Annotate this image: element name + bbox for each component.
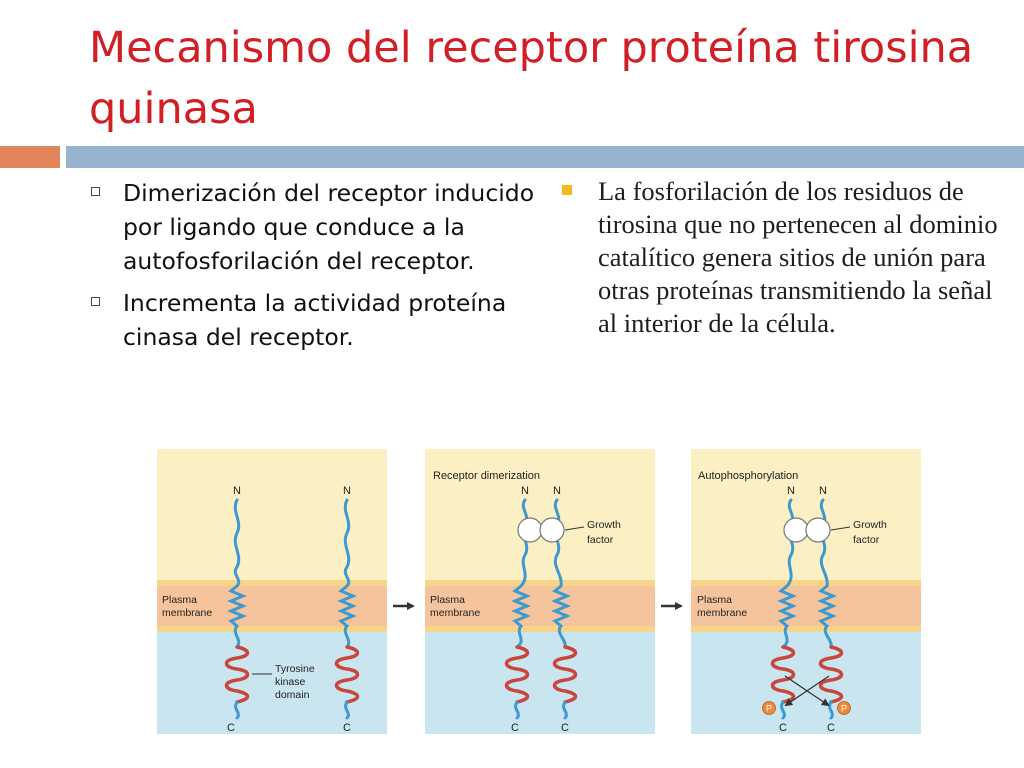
growth-label-line2: factor — [853, 534, 880, 546]
membrane-edge-bottom — [691, 626, 921, 632]
growth-factor-subunit-icon — [539, 517, 565, 543]
membrane-edge-bottom — [425, 626, 655, 632]
kinase-label-line3: domain — [275, 689, 310, 701]
membrane-label-line2: membrane — [697, 607, 747, 619]
left-bullet-list: Dimerización del receptor inducido por l… — [86, 176, 541, 362]
phosphate-label: P — [841, 704, 847, 714]
kinase-domain-right — [818, 645, 844, 704]
c-terminus-label: C — [561, 722, 569, 734]
growth-leader-line — [564, 526, 585, 531]
plasma-membrane — [691, 586, 921, 626]
growth-label-line2: factor — [587, 534, 614, 546]
extracellular-region — [691, 449, 921, 580]
c-terminus-label: C — [827, 722, 835, 734]
c-terminus-label: C — [779, 722, 787, 734]
kinase-label-line1: Tyrosine — [275, 663, 315, 675]
receptor-chain-right — [337, 498, 357, 649]
receptor-tail-left — [234, 700, 240, 720]
membrane-label-line2: membrane — [430, 607, 480, 619]
c-terminus-label: C — [227, 722, 235, 734]
receptor-tail-left — [780, 700, 786, 720]
kinase-domain-left — [224, 645, 250, 704]
n-terminus-label: N — [819, 485, 827, 497]
receptor-tail-right — [344, 700, 350, 720]
square-outline-bullet-icon — [91, 187, 100, 196]
kinase-domain-left — [504, 645, 530, 704]
bullet-text: Dimerización del receptor inducido por l… — [123, 179, 535, 275]
phosphate-icon — [762, 701, 776, 715]
accent-bar-orange — [0, 146, 60, 168]
membrane-label-line1: Plasma — [430, 594, 465, 606]
growth-label-line1: Growth — [853, 519, 887, 531]
bullet-text: Incrementa la actividad proteína cinasa … — [123, 289, 507, 351]
accent-bar-blue — [66, 146, 1024, 168]
list-item: Incrementa la actividad proteína cinasa … — [86, 286, 541, 354]
kinase-domain-right — [334, 645, 360, 704]
n-terminus-label: N — [553, 485, 561, 497]
receptor-chain-left — [227, 498, 247, 649]
cytoplasm-region — [425, 632, 655, 734]
n-terminus-label: N — [787, 485, 795, 497]
list-item: La fosforilación de los residuos de tiro… — [556, 175, 1006, 340]
square-filled-bullet-icon — [562, 185, 572, 195]
membrane-edge-top — [157, 580, 387, 586]
growth-factor-subunit-icon — [805, 517, 831, 543]
receptor-tail-left — [514, 700, 520, 720]
extracellular-region — [425, 449, 655, 580]
growth-factor-subunit-icon — [783, 517, 809, 543]
membrane-edge-top — [425, 580, 655, 586]
n-terminus-label: N — [233, 485, 241, 497]
right-bullet-list: La fosforilación de los residuos de tiro… — [556, 175, 1006, 348]
growth-leader-line — [830, 526, 851, 531]
panel-heading: Autophosphorylation — [698, 470, 798, 482]
list-item: Dimerización del receptor inducido por l… — [86, 176, 541, 278]
n-terminus-label: N — [521, 485, 529, 497]
n-terminus-label: N — [343, 485, 351, 497]
panel-resting-receptors: N N C C Plasma membrane Tyrosine kinase … — [157, 449, 387, 734]
receptor-tail-right — [828, 700, 834, 720]
phosphate-icon — [837, 701, 851, 715]
extracellular-region — [157, 449, 387, 580]
kinase-domain-left — [770, 645, 796, 704]
square-outline-bullet-icon — [91, 297, 100, 306]
membrane-label-line1: Plasma — [162, 594, 197, 606]
kinase-domain-right — [552, 645, 578, 704]
panel-autophosphorylation: Autophosphorylation Growth factor P P N … — [691, 449, 921, 734]
crossing-arrow-icon — [784, 675, 830, 707]
panel-receptor-dimerization: Receptor dimerization Growth factor N N … — [425, 449, 655, 734]
phosphate-label: P — [766, 704, 772, 714]
slide-title: Mecanismo del receptor proteína tirosina… — [89, 23, 974, 134]
growth-label-line1: Growth — [587, 519, 621, 531]
c-terminus-label: C — [343, 722, 351, 734]
receptor-tail-right — [562, 700, 568, 720]
membrane-edge-top — [691, 580, 921, 586]
membrane-label-line2: membrane — [162, 607, 212, 619]
kinase-label-line2: kinase — [275, 676, 306, 688]
c-terminus-label: C — [511, 722, 519, 734]
growth-factor-subunit-icon — [517, 517, 543, 543]
plasma-membrane — [425, 586, 655, 626]
bullet-text: La fosforilación de los residuos de tiro… — [598, 176, 998, 338]
membrane-edge-bottom — [157, 626, 387, 632]
panel-heading: Receptor dimerization — [433, 470, 540, 482]
membrane-label-line1: Plasma — [697, 594, 732, 606]
cytoplasm-region — [691, 632, 921, 734]
